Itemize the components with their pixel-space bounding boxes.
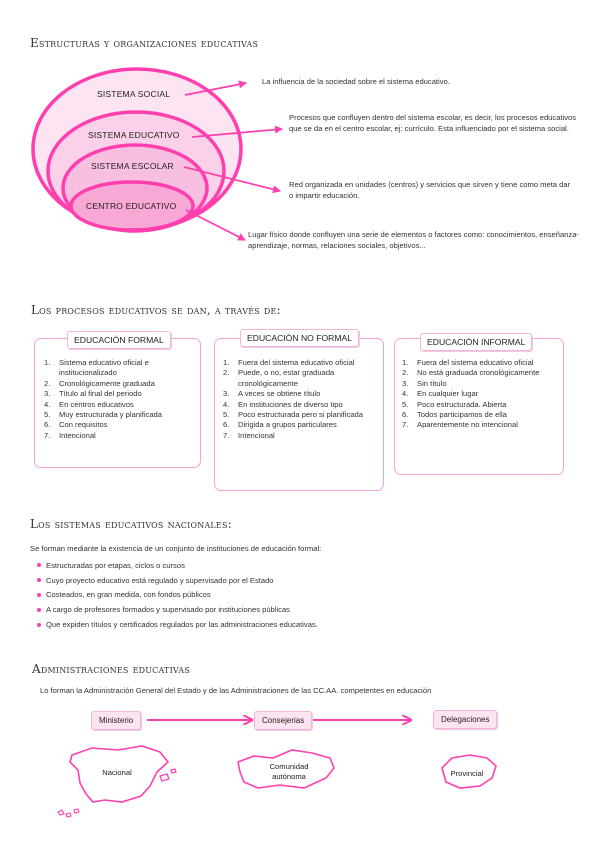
desc-sistema-social: La influencia de la sociedad sobre el si… [262,77,450,86]
balearic-islands-icon [159,768,177,782]
title-educacion-formal: EDUCACIÓN FORMAL [67,331,171,349]
list-item: 5.Muy estructurada y planificada [44,410,162,420]
list-item: Estructuradas por etapas, ciclos o curso… [37,558,318,573]
spain-map-icon [69,745,170,803]
label-sistema-educativo: SISTEMA EDUCATIVO [88,130,180,140]
desc-sistema-escolar: Red organizada en unidades (centros) y s… [289,180,571,200]
tag-consejerias: Consejerias [254,711,313,730]
list-item: 3.Sin título [402,378,447,388]
list-item: 5.Poco estructurada. Abierta [402,399,507,409]
ellipse-centro-educativo [69,180,195,232]
desc-sistema-educativo: Procesos que confluyen dentro del sistem… [289,113,577,133]
label-sistema-escolar: SISTEMA ESCOLAR [91,161,174,171]
section-heading-structures: Estructuras y organizaciones educativas [30,36,259,50]
label-sistema-social: SISTEMA SOCIAL [97,89,171,99]
list-item: 4.En centros educativos [44,399,134,409]
label-centro-educativo: CENTRO EDUCATIVO [86,201,177,211]
national-systems-bullets: Estructuradas por etapas, ciclos o curso… [37,558,318,632]
list-item: 1.Fuera del sistema educativo oficial [402,358,534,367]
list-item: 6.Todos participamos de ella [402,410,507,420]
list-item: 2.Puede, o no, estar graduada cronológic… [223,368,335,388]
province-map-icon [441,754,497,789]
list-item: 7.Aparentemente no intencional [402,420,518,430]
list-item: 1.Sistema educativo oficial e institucio… [44,358,149,378]
list-item: 6.Dirigida a grupos particulares [223,420,337,430]
section-heading-national-systems: Los sistemas educativos nacionales: [30,517,232,531]
list-item: 4.En instituciones de diverso tipo [223,399,343,409]
canary-islands-icon [57,808,80,818]
list-item: 3.A veces se obtiene título [223,389,321,399]
arrow-sistema-social [184,80,247,96]
map-label-provincial: Provincial [450,769,484,778]
list-educacion-no-formal: 1.Fuera del sistema educativo oficial 2.… [223,358,379,441]
list-item: 2.Cronológicamente graduada [44,378,155,388]
list-educacion-formal: 1.Sistema educativo oficial e institucio… [44,358,196,441]
box-educacion-informal: 1.Fuera del sistema educativo oficial 2.… [394,338,564,475]
list-item: Que expiden títulos y certificados regul… [37,617,318,632]
administrations-intro: Lo forman la Administración General del … [40,686,432,695]
box-educacion-formal: 1.Sistema educativo oficial e institucio… [34,338,201,468]
bullet-dot-icon [37,592,41,597]
bullet-dot-icon [37,607,41,612]
list-item: A cargo de profesores formados y supervi… [37,602,318,617]
arrow-sistema-escolar [183,166,281,194]
list-educacion-informal: 1.Fuera del sistema educativo oficial 2.… [402,358,560,431]
administrations-diagram [57,700,497,818]
arrow-centro-educativo [185,209,246,241]
title-educacion-informal: EDUCACIÓN INFORMAL [420,333,533,351]
map-label-comunidad: Comunidad autónoma [269,762,309,781]
bullet-dot-icon [37,578,41,583]
nested-ellipses-diagram [31,67,283,241]
map-label-nacional: Nacional [102,768,132,777]
desc-centro-educativo: Lugar físico donde confluyen una serie d… [248,230,579,250]
list-item: 5.Poco estructurada pero si planificada [223,410,363,420]
list-item: 4.En cualquier lugar [402,389,479,399]
section-heading-processes: Los procesos educativos se dan, a través… [31,303,281,317]
list-item: 2.No está graduada cronológicamente [402,368,540,378]
list-item: 7.Intencional [223,430,275,440]
list-item: 3.Título al final del periodo [44,389,142,399]
list-item: Costeados, en gran medida, con fondos pú… [37,588,318,603]
list-item: 7.Intencional [44,430,96,440]
tag-ministerio: Ministerio [91,711,142,730]
tag-delegaciones: Delegaciones [433,710,498,729]
list-item: Cuyo proyecto educativo está regulado y … [37,573,318,588]
bullet-dot-icon [37,622,41,627]
andalucia-map-icon [237,749,335,789]
list-item: 6.Con requisitos [44,420,108,430]
arrow-sistema-educativo [191,125,283,138]
box-educacion-no-formal: 1.Fuera del sistema educativo oficial 2.… [214,338,384,491]
bullet-dot-icon [37,563,41,568]
national-systems-intro: Se forman mediante la existencia de un c… [30,544,322,553]
section-heading-administrations: Administraciones educativas [32,662,191,676]
list-item: 1.Fuera del sistema educativo oficial [223,358,355,367]
title-educacion-no-formal: EDUCACIÓN NO FORMAL [240,329,360,347]
